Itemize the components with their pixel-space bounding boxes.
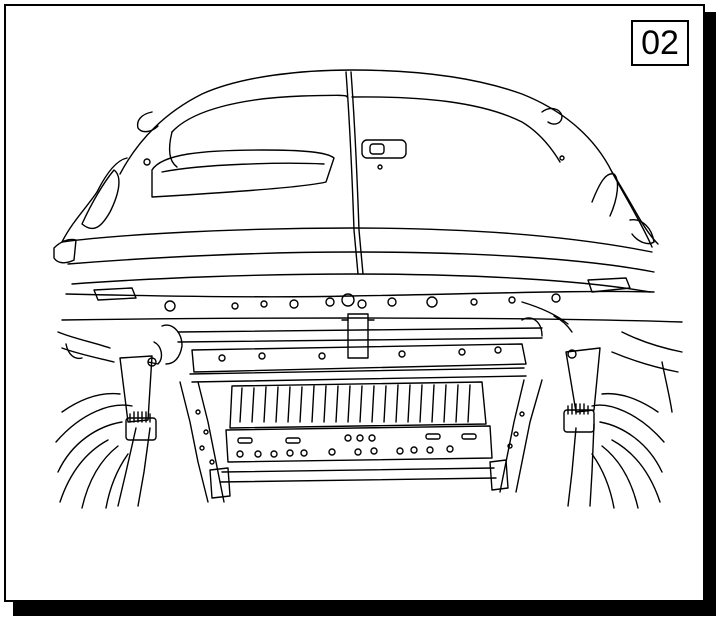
right-headlight: [588, 278, 630, 292]
center-bracket: [348, 314, 368, 358]
hood-latch: [362, 140, 406, 158]
illustration-frame: 02: [4, 4, 705, 602]
left-ratchet: [126, 418, 156, 440]
vehicle-underbody-drawing: [6, 6, 703, 600]
right-tire: [592, 394, 664, 508]
support-holes-upper: [165, 294, 560, 311]
lower-holes: [237, 446, 453, 457]
left-frame-rail: [180, 382, 208, 502]
right-tie-strap: [566, 348, 600, 412]
lower-slots: [238, 434, 476, 443]
cross-member-upper: [178, 328, 542, 332]
cross-member-holes: [219, 347, 501, 361]
right-frame-rail: [500, 380, 524, 492]
left-tire: [56, 394, 132, 508]
left-tie-strap: [120, 356, 152, 422]
left-headlight: [94, 288, 136, 300]
hood-scoop: [152, 150, 334, 197]
left-fender: [62, 158, 127, 242]
hood-center-seam: [346, 72, 358, 274]
right-ratchet: [564, 410, 594, 432]
hood-front-edge: [62, 228, 652, 252]
step-number-badge: 02: [631, 20, 689, 66]
cross-member-lower: [226, 426, 492, 462]
radiator-grille: [240, 385, 470, 422]
